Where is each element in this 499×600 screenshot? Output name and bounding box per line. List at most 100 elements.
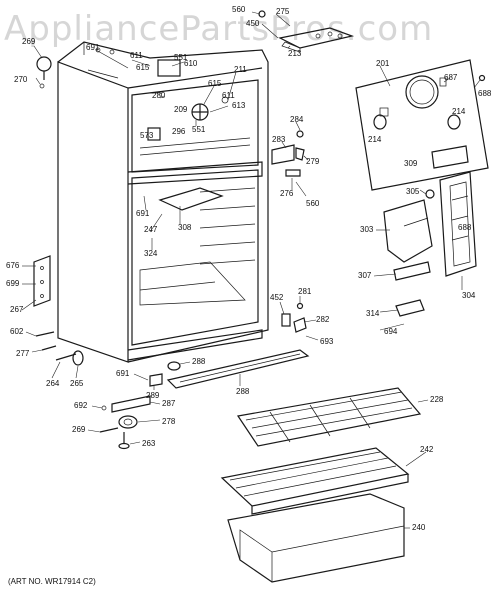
top-bracket-213	[278, 27, 355, 53]
callout-450: 450	[246, 19, 260, 28]
callout-309: 309	[404, 159, 418, 168]
callout-676: 676	[6, 261, 20, 270]
callout-289: 289	[146, 391, 160, 400]
callout-551: 551	[174, 53, 188, 62]
callout-279: 279	[306, 157, 320, 166]
callout-276: 276	[280, 189, 294, 198]
callout-214-right: 214	[452, 107, 466, 116]
callout-694: 694	[384, 327, 398, 336]
callout-201: 201	[376, 59, 390, 68]
callout-282: 282	[316, 315, 330, 324]
callout-691c: 691	[116, 369, 130, 378]
callout-692: 692	[74, 401, 88, 410]
part-307	[393, 261, 431, 281]
callout-214-left: 214	[368, 135, 382, 144]
callout-551b: 551	[192, 125, 206, 134]
callout-284: 284	[290, 115, 304, 124]
dispenser-303	[383, 199, 433, 263]
callout-228: 228	[430, 395, 444, 404]
callout-labels: 560 275 450 213 269 691 611 615 551 610 …	[6, 5, 492, 532]
part-278	[118, 415, 138, 429]
callout-687: 687	[444, 73, 458, 82]
screw-602	[35, 331, 55, 337]
hinge-267	[33, 255, 51, 307]
callout-307: 307	[358, 271, 372, 280]
callout-314: 314	[366, 309, 380, 318]
callout-269: 269	[22, 37, 36, 46]
bracket-287	[111, 395, 151, 413]
callout-613: 613	[232, 101, 246, 110]
part-289	[149, 373, 163, 387]
callout-602: 602	[10, 327, 24, 336]
part-276	[285, 169, 301, 177]
callout-265: 265	[70, 379, 84, 388]
part-279	[295, 147, 305, 161]
leader-lines	[21, 11, 481, 529]
roller-264-265	[55, 350, 84, 366]
callout-269b: 269	[72, 425, 86, 434]
callout-452: 452	[270, 293, 284, 302]
callout-699: 699	[6, 279, 20, 288]
crisper-drawer-240	[227, 493, 405, 583]
callout-303: 303	[360, 225, 374, 234]
screw-692	[101, 405, 107, 411]
callout-296: 296	[172, 127, 186, 136]
part-281	[296, 302, 304, 310]
watermark-text: AppliancePartsPros.com	[4, 9, 433, 49]
callout-305: 305	[406, 187, 420, 196]
callout-270: 270	[14, 75, 28, 84]
callout-275: 275	[276, 7, 290, 16]
callout-213: 213	[288, 49, 302, 58]
callout-247: 247	[144, 225, 158, 234]
crisper-cover-242	[220, 447, 410, 515]
screw-688	[478, 74, 486, 82]
callout-615: 615	[136, 63, 150, 72]
refrigerator-cabinet	[57, 41, 269, 363]
freezer-components	[147, 59, 229, 141]
label-309	[431, 145, 469, 169]
bracket-283	[271, 144, 295, 165]
callout-691: 691	[86, 43, 100, 52]
callout-288b: 288	[236, 387, 250, 396]
leveling-leg-263	[118, 432, 130, 450]
part-284	[296, 130, 304, 138]
callout-324: 324	[144, 249, 158, 258]
callout-211: 211	[234, 65, 247, 74]
part-305	[425, 189, 435, 199]
callout-283: 283	[272, 135, 286, 144]
callout-611: 611	[130, 51, 143, 60]
callout-281: 281	[298, 287, 312, 296]
callout-560b: 560	[306, 199, 320, 208]
part-277	[41, 345, 57, 351]
part-282	[293, 317, 307, 333]
callout-308: 308	[178, 223, 192, 232]
callout-209: 209	[174, 105, 188, 114]
part-288a	[167, 361, 181, 371]
callout-693: 693	[320, 337, 334, 346]
callout-278: 278	[162, 417, 176, 426]
callout-691b: 691	[136, 209, 150, 218]
callout-280: 280	[152, 91, 166, 100]
grille-288	[166, 349, 310, 389]
callout-267: 267	[10, 305, 24, 314]
knob-214-left	[373, 114, 387, 130]
callout-288a: 288	[192, 357, 206, 366]
callout-610: 610	[184, 59, 198, 68]
part-269	[36, 56, 52, 89]
callout-240: 240	[412, 523, 426, 532]
callout-263: 263	[142, 439, 156, 448]
callout-560: 560	[232, 5, 246, 14]
callout-264: 264	[46, 379, 60, 388]
callout-615b: 615	[208, 79, 222, 88]
shelf-228	[236, 387, 422, 447]
knob-214-right	[447, 114, 461, 130]
part-452	[281, 313, 291, 327]
part-314	[395, 299, 425, 317]
callout-688: 688	[478, 89, 492, 98]
art-number: (ART NO. WR17914 C2)	[8, 577, 96, 586]
callout-242: 242	[420, 445, 434, 454]
shelf-308	[158, 187, 224, 211]
callout-688b: 688	[458, 223, 472, 232]
callout-304: 304	[462, 291, 476, 300]
